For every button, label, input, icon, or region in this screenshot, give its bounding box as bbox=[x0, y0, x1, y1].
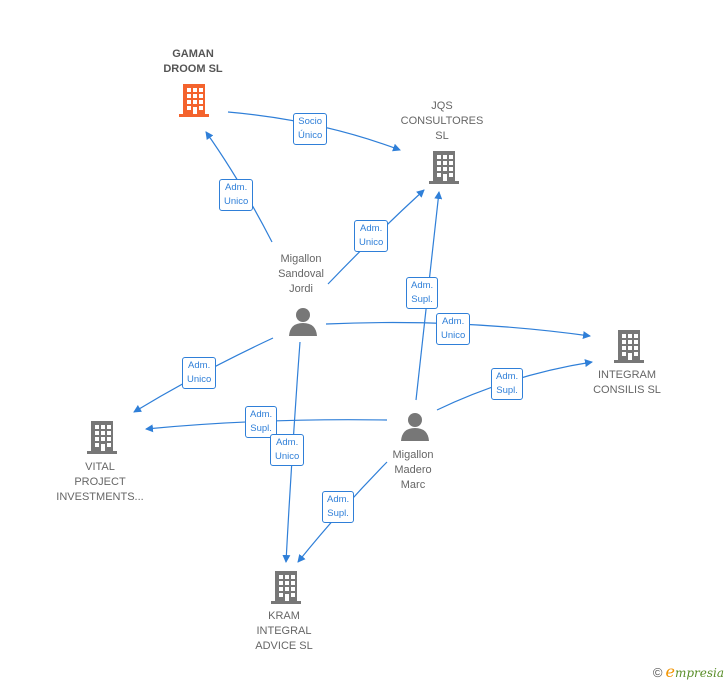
company-label-kram[interactable]: KRAM INTEGRAL ADVICE SL bbox=[255, 610, 313, 652]
edge-label-adm-supl: Adm. Supl. bbox=[245, 406, 278, 438]
person-label-marc[interactable]: Migallon Madero Marc bbox=[392, 449, 434, 491]
brand-initial: e bbox=[665, 662, 675, 681]
building-icon bbox=[614, 330, 644, 363]
person-icon bbox=[401, 413, 429, 441]
company-label-jqs[interactable]: JQS CONSULTORES SL bbox=[400, 100, 484, 142]
building-icon bbox=[429, 151, 459, 184]
person-label-jordi[interactable]: Migallon Sandoval Jordi bbox=[278, 253, 324, 295]
edge-label-adm-supl: Adm. Supl. bbox=[406, 277, 439, 309]
building-icon bbox=[179, 84, 209, 117]
edge-label-adm-supl: Adm. Supl. bbox=[322, 491, 355, 523]
company-label-integram[interactable]: INTEGRAM CONSILIS SL bbox=[593, 369, 661, 396]
brand-logo: ©empresia bbox=[653, 662, 724, 681]
edge-label-adm-unico: Adm. Unico bbox=[270, 434, 305, 466]
person-icon bbox=[289, 308, 317, 336]
building-icon bbox=[271, 571, 301, 604]
company-label-gaman[interactable]: GAMAN DROOM SL bbox=[163, 48, 223, 75]
copyright-symbol: © bbox=[652, 665, 663, 680]
edge-label-adm-supl: Adm. Supl. bbox=[491, 368, 524, 400]
edge-label-adm-unico: Adm. Unico bbox=[354, 220, 389, 252]
edge-label-adm-unico: Adm. Unico bbox=[219, 179, 254, 211]
brand-name: mpresia bbox=[674, 666, 724, 680]
edge-label-adm-unico: Adm. Unico bbox=[182, 357, 217, 389]
edge-label-adm-unico: Adm. Unico bbox=[436, 313, 471, 345]
edge-label-socio-unico: Socio Único bbox=[293, 113, 328, 145]
company-label-vital[interactable]: VITAL PROJECT INVESTMENTS... bbox=[56, 461, 144, 503]
building-icon bbox=[87, 421, 117, 454]
